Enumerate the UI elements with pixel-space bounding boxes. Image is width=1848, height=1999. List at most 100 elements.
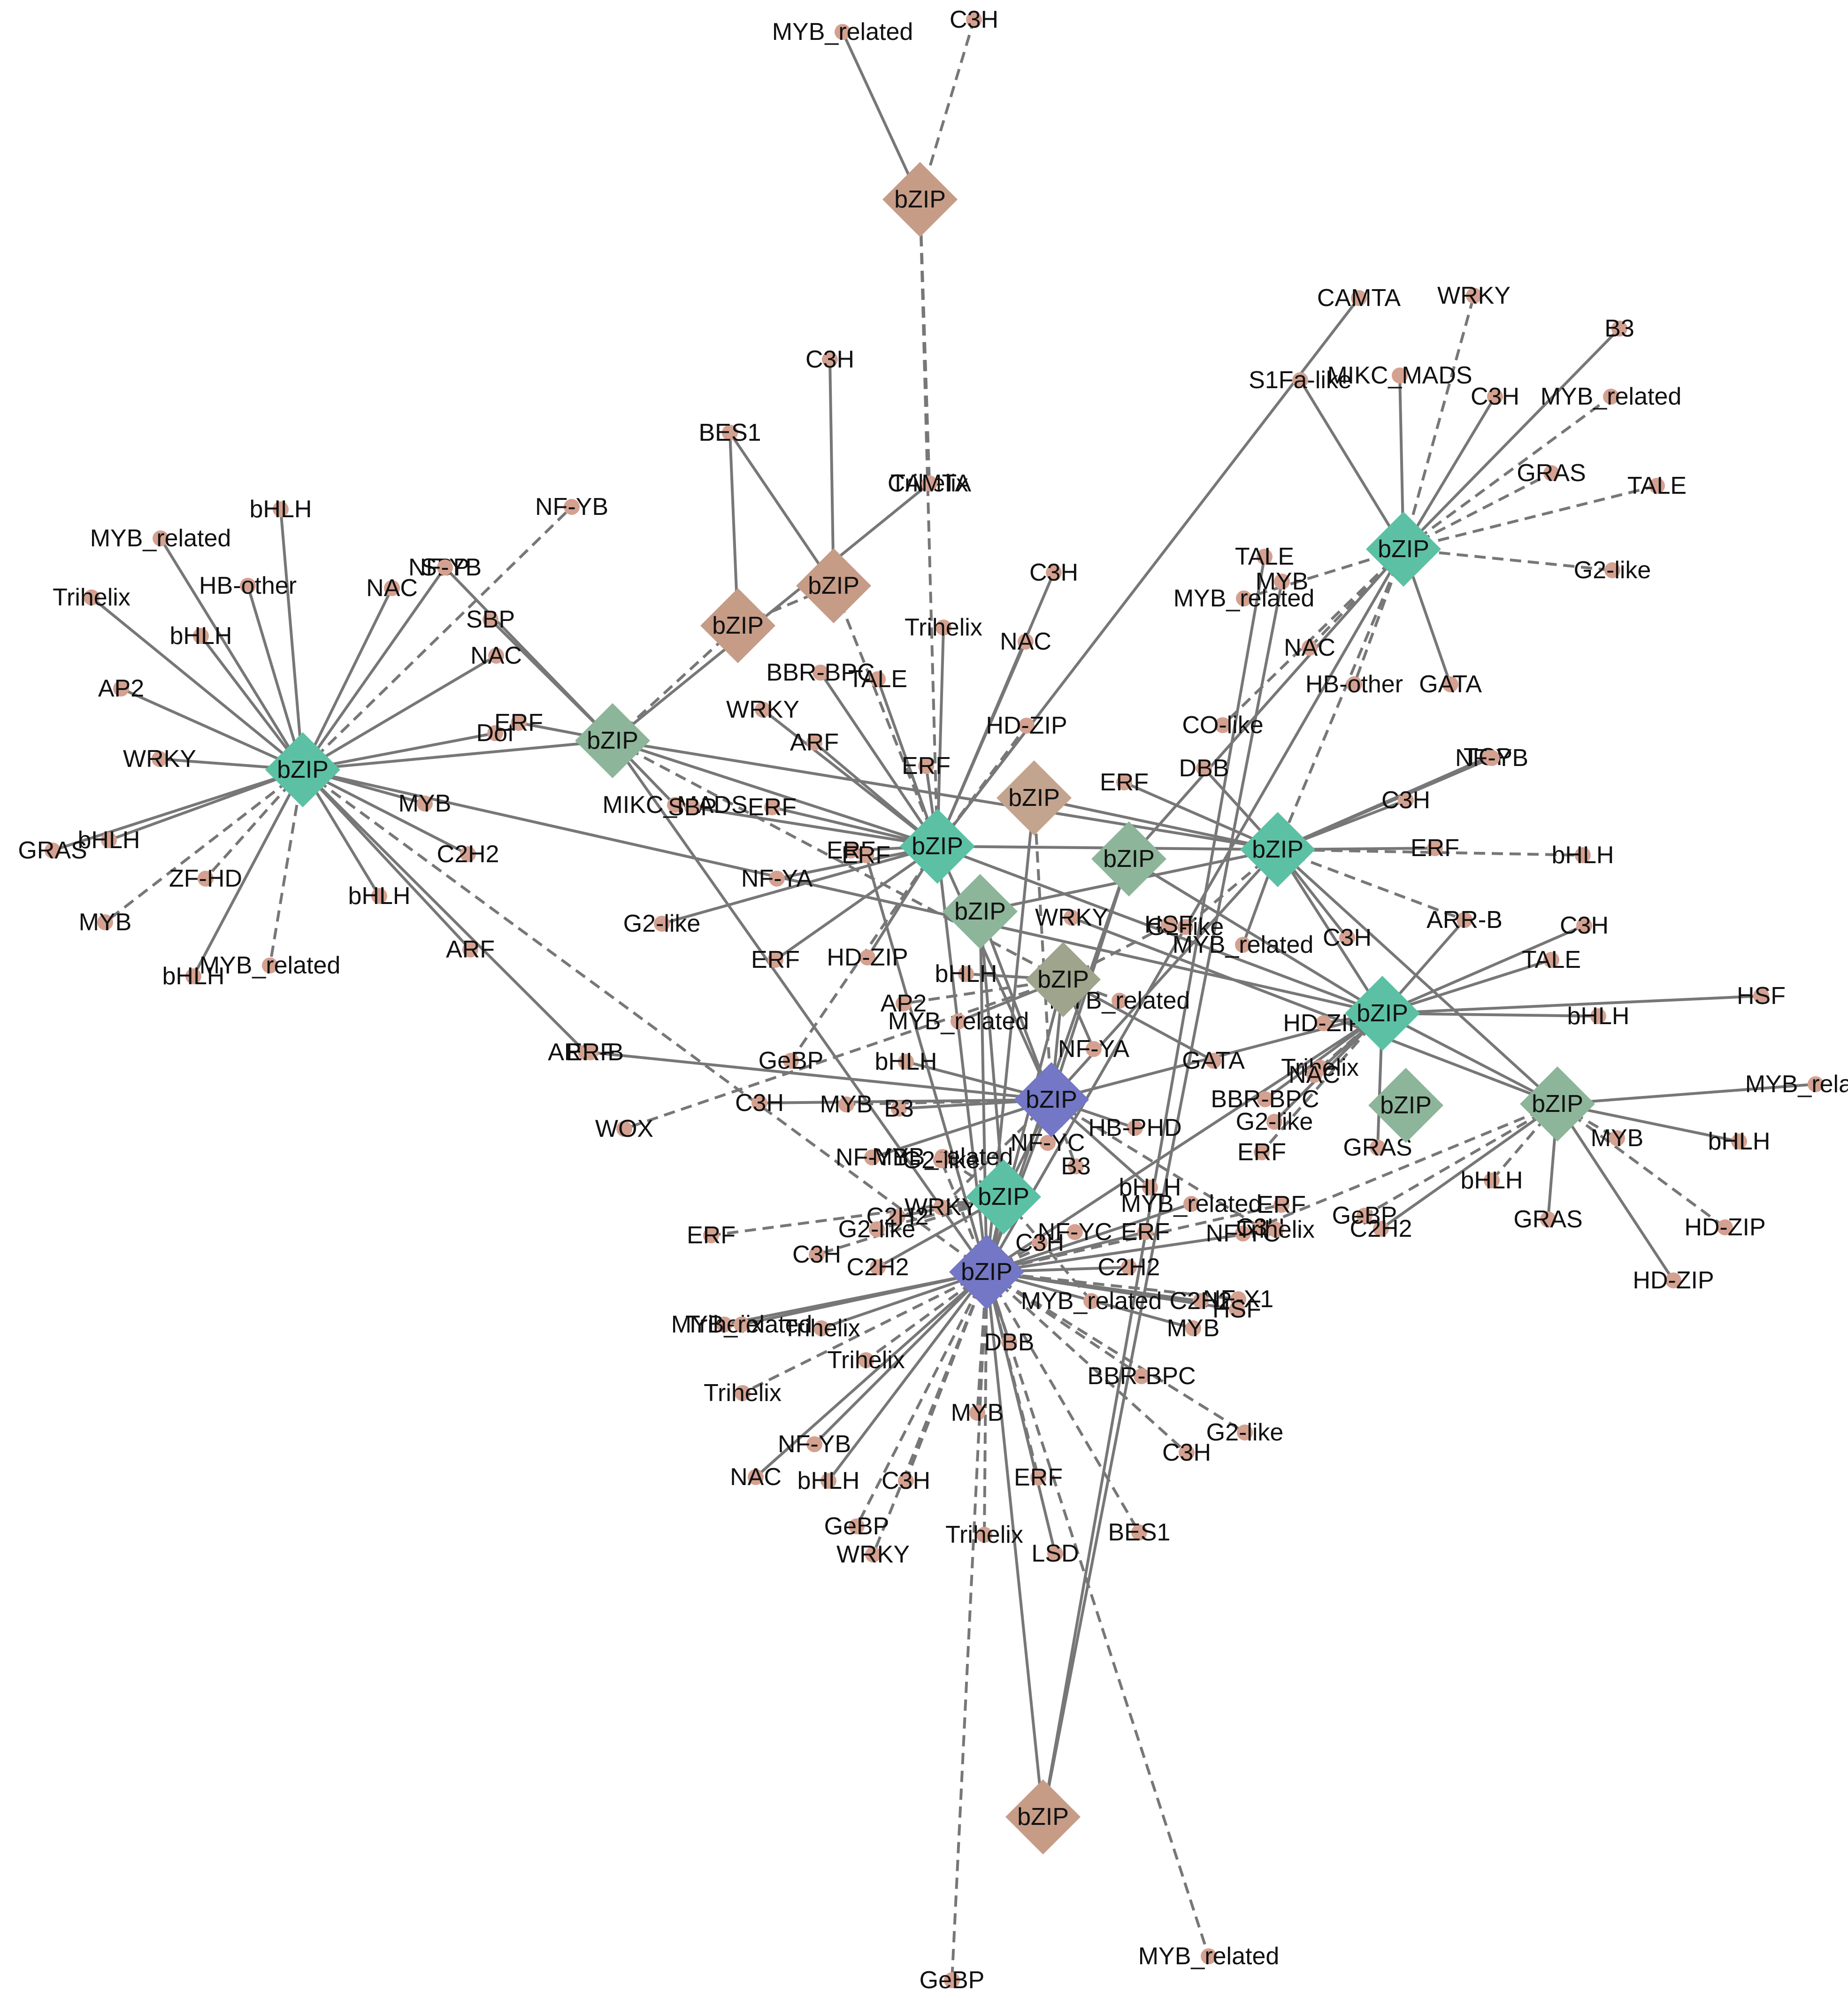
tf-node-label: G2-like [623, 910, 701, 937]
tf-node-dot [869, 1221, 885, 1237]
tf-node-dot [1302, 640, 1318, 656]
hub-node-diamond[interactable] [997, 760, 1072, 835]
tf-node-label: bHLH [162, 963, 225, 990]
tf-node-label: C2H2 [1098, 1254, 1160, 1281]
tf-node-dot [152, 751, 168, 767]
hub-node-diamond[interactable] [1091, 821, 1166, 896]
tf-node-dot [858, 1352, 874, 1368]
hub-node-diamond[interactable] [265, 732, 340, 807]
tf-node-label: WRKY [836, 1541, 910, 1568]
tf-edge [983, 1271, 988, 1535]
tf-node-dot [1068, 1158, 1084, 1174]
tf-node-dot [511, 715, 527, 731]
hub-node-diamond[interactable] [1014, 1062, 1089, 1137]
tf-node-label: MYB [951, 1399, 1004, 1426]
tf-node-label: CO-like [1182, 712, 1263, 739]
tf-edge [986, 1203, 1282, 1273]
tf-node-dot [735, 1385, 751, 1401]
tf-node-label: bHLH [170, 622, 232, 650]
hub-node-diamond[interactable] [943, 874, 1018, 949]
tf-node-dot [1252, 1219, 1268, 1235]
tf-node-dot [1808, 1076, 1824, 1092]
tf-node-label: B3 [1604, 315, 1634, 342]
tf-node-label: HSF [1144, 911, 1193, 938]
tf-node-dot [806, 1436, 822, 1452]
tf-node-dot [1442, 676, 1458, 692]
tf-node-label: BES1 [1108, 1519, 1171, 1546]
tf-node-label: SBP [668, 794, 717, 821]
tf-node-dot [1731, 1134, 1747, 1149]
tf-node-dot [564, 499, 580, 515]
hub-node-diamond[interactable] [575, 703, 650, 778]
tf-edge [624, 978, 1064, 1130]
tf-node-dot [1235, 1225, 1251, 1241]
hub-node-diamond[interactable] [796, 548, 871, 623]
tf-node-label: HB-PHD [1088, 1114, 1181, 1141]
tf-node-dot [1543, 465, 1559, 481]
tf-node-dot [460, 846, 476, 862]
tf-node-label: TALE [1235, 543, 1294, 570]
tf-node-label: G2-like [838, 1216, 916, 1243]
tf-node-label: TALE [1522, 946, 1581, 973]
tf-node-label: MYB_related [888, 1008, 1029, 1035]
edge-layer [52, 19, 1816, 1981]
hub-node-layer: bZIPbZIPbZIPbZIPbZIPbZIPbZIPbZIPbZIPbZIP… [265, 162, 1595, 1854]
hub-node-diamond[interactable] [1366, 512, 1441, 587]
tf-node-dot [936, 620, 951, 636]
hub-node-diamond[interactable] [949, 1234, 1024, 1310]
tf-node-dot [1121, 1259, 1137, 1275]
tf-edge [813, 741, 938, 848]
tf-edge [865, 855, 988, 1272]
tf-node-dot [933, 1199, 949, 1215]
hub-node-label: bZIP [1008, 784, 1060, 812]
tf-node-dot [1487, 389, 1503, 405]
hub-link-edge [611, 740, 988, 1273]
tf-node-dot [1649, 478, 1665, 494]
tf-node-dot [918, 758, 934, 774]
tf-node-label: HD-ZIP [1633, 1267, 1714, 1294]
hub-link-edge [1034, 797, 1278, 851]
hub-node-diamond[interactable] [1345, 976, 1420, 1051]
hub-node-diamond[interactable] [1520, 1066, 1595, 1141]
tf-edge [1380, 1103, 1558, 1230]
hub-node-label: bZIP [1380, 1092, 1432, 1119]
tf-node-dot [240, 578, 256, 594]
tf-edge [1403, 484, 1657, 551]
tf-node-dot [113, 681, 129, 697]
tf-node-dot [1273, 1197, 1289, 1213]
hub-node-diamond[interactable] [1368, 1068, 1443, 1143]
hub-node-diamond[interactable] [966, 1159, 1041, 1234]
tf-node-label: C3H [792, 1241, 841, 1268]
tf-edge [872, 1271, 988, 1555]
tf-edge [774, 845, 938, 961]
tf-node-label: CAMTA [888, 470, 971, 497]
tf-node-label: NAC [366, 574, 418, 602]
tf-edge [741, 1271, 987, 1326]
tf-node-dot [976, 1527, 992, 1543]
tf-node-label: C3H [1015, 1229, 1064, 1256]
tf-edge [1364, 1103, 1558, 1217]
hub-node-diamond[interactable] [900, 809, 975, 884]
tf-node-label: C3H [882, 1467, 930, 1494]
tf-node-label: MYB_related [1173, 931, 1314, 958]
tf-node-label: WRKY [905, 1194, 978, 1221]
hub-node-label: bZIP [912, 833, 963, 860]
hub-node-diamond[interactable] [700, 588, 775, 663]
tf-node-label: ARR-B [1426, 906, 1503, 934]
tf-node-dot [1040, 1135, 1056, 1151]
hub-node-diamond[interactable] [882, 162, 958, 237]
tf-node-label: GeBP [920, 1967, 985, 1994]
tf-node-label: BBR-BPC [1087, 1363, 1196, 1390]
tf-edge [301, 768, 472, 951]
tf-node-label: bHLH [348, 882, 411, 910]
tf-node-dot [1753, 988, 1769, 1004]
tf-node-label: NF-YA [741, 865, 813, 892]
tf-edge [301, 768, 587, 1054]
hub-node-diamond[interactable] [1240, 812, 1315, 887]
tf-node-label: GATA [1182, 1047, 1245, 1074]
hub-node-diamond[interactable] [1005, 1779, 1081, 1854]
tf-node-dot [1205, 1053, 1221, 1069]
tf-node-dot [1019, 718, 1035, 734]
hub-link-edge [1276, 548, 1405, 850]
hub-node-diamond[interactable] [1026, 942, 1101, 1017]
